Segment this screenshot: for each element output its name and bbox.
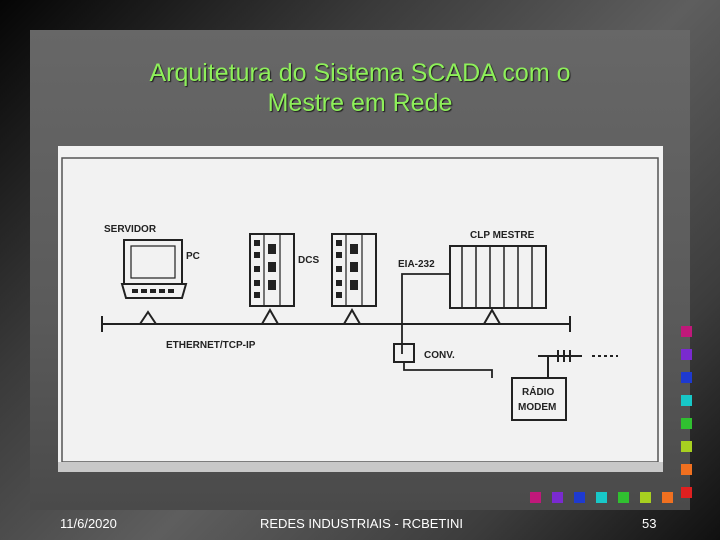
scan-bottom-edge xyxy=(58,462,663,472)
converter-icon xyxy=(393,343,493,378)
slide-title-line-2: Mestre em Rede xyxy=(267,89,453,117)
decor-square-vertical xyxy=(681,395,692,406)
label-radio-line-2: MODEM xyxy=(518,402,556,413)
decor-square-horizontal xyxy=(596,492,607,503)
label-dcs: DCS xyxy=(298,255,319,266)
footer-page-number: 53 xyxy=(642,516,657,531)
diagram-frame xyxy=(61,157,659,463)
decor-square-horizontal xyxy=(552,492,563,503)
decor-square-horizontal xyxy=(574,492,585,503)
server-pc-icon xyxy=(120,239,188,299)
decor-square-vertical xyxy=(681,349,692,360)
decor-square-vertical xyxy=(681,441,692,452)
ethernet-bus-line xyxy=(101,307,571,332)
label-radio-line-1: RÁDIO xyxy=(522,385,554,398)
label-servidor: SERVIDOR xyxy=(104,224,157,235)
decor-square-horizontal xyxy=(618,492,629,503)
label-pc: PC xyxy=(186,251,200,262)
eia232-link-line xyxy=(401,273,450,354)
footer-date: 11/6/2020 xyxy=(60,516,117,531)
slide-title-line-1: Arquitetura do Sistema SCADA com o xyxy=(149,59,571,87)
label-eia232: EIA-232 xyxy=(398,259,435,270)
radio-modem-icon xyxy=(511,350,618,421)
decor-square-vertical xyxy=(681,418,692,429)
footer-course-title: REDES INDUSTRIAIS - RCBETINI xyxy=(260,516,463,531)
decor-square-vertical xyxy=(681,326,692,337)
slide-title: Arquitetura do Sistema SCADA com o Mestr… xyxy=(60,58,660,118)
dcs-rack-2-icon xyxy=(331,233,377,307)
dcs-rack-1-icon xyxy=(249,233,295,307)
decor-square-horizontal xyxy=(530,492,541,503)
scada-diagram-figure: SERVIDOR PC DCS CLP MESTRE EIA-232 ETHER… xyxy=(58,146,663,472)
label-ethernet: ETHERNET/TCP-IP xyxy=(166,340,256,351)
decor-square-horizontal xyxy=(640,492,651,503)
decor-square-vertical xyxy=(681,487,692,498)
decor-square-horizontal xyxy=(662,492,673,503)
label-clp-mestre: CLP MESTRE xyxy=(470,230,535,241)
label-conv: CONV. xyxy=(424,350,455,361)
decor-square-vertical xyxy=(681,464,692,475)
scada-diagram: SERVIDOR PC DCS CLP MESTRE EIA-232 ETHER… xyxy=(58,157,663,472)
clp-master-rack-icon xyxy=(449,245,547,309)
decor-square-vertical xyxy=(681,372,692,383)
